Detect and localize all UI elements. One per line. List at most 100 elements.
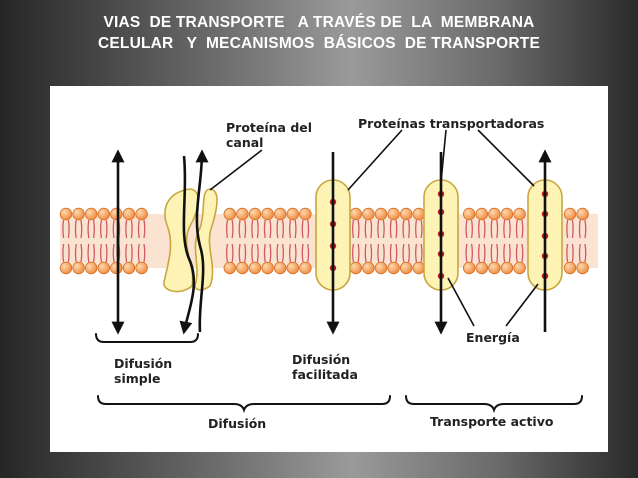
diagram-canvas — [59, 129, 598, 414]
slide-title-line-1: VIAS DE TRANSPORTE A TRAVÉS DE LA MEMBRA… — [103, 14, 535, 31]
lipid-tail — [357, 219, 360, 239]
lipid-head — [286, 207, 300, 221]
lipid-tail — [238, 243, 241, 263]
lipid-head — [362, 261, 375, 275]
lipid-tail — [465, 219, 468, 239]
lipid-head — [85, 207, 98, 221]
lipid-tail — [251, 219, 254, 239]
lipid-tail — [244, 243, 247, 263]
lipid-head — [387, 261, 400, 275]
lipid-tail — [112, 243, 115, 263]
lipid-tail — [87, 219, 90, 239]
lipid-tail — [256, 243, 259, 263]
lipid-tail — [395, 243, 398, 263]
lipid-heads — [59, 207, 589, 275]
lipid-tail — [478, 219, 481, 239]
lipid-tail — [256, 219, 259, 239]
lipid-tail — [301, 219, 304, 239]
lipid-tail — [307, 219, 310, 239]
lipid-tail — [226, 243, 229, 263]
lipid-tail — [269, 219, 272, 239]
lipid-head — [223, 207, 237, 221]
lipid-tail — [92, 219, 95, 239]
lipid-head — [236, 207, 249, 221]
lipid-tail — [584, 219, 587, 239]
lipid-head — [513, 261, 526, 275]
lipid-tail — [251, 243, 254, 263]
lipid-head — [299, 207, 312, 221]
lipid-head — [110, 207, 123, 221]
lipid-head — [563, 207, 577, 221]
lipid-tail — [395, 219, 398, 239]
lipid-head — [248, 261, 262, 275]
lipid-head — [135, 261, 148, 275]
lipid-tail — [281, 243, 284, 263]
lipid-head — [488, 261, 501, 275]
lipid-head — [500, 207, 514, 221]
lipid-tail — [226, 219, 229, 239]
lipid-tail — [370, 243, 373, 263]
lipid-tail — [483, 219, 486, 239]
lipid-tail — [578, 219, 581, 239]
lipid-head — [387, 207, 400, 221]
pointer-channel-protein — [209, 149, 263, 191]
lipid-head — [248, 207, 262, 221]
lipid-tail — [508, 243, 511, 263]
pointer-energy-left — [447, 277, 475, 327]
lipid-head — [563, 261, 577, 275]
lipid-head — [362, 207, 375, 221]
lipid-tail — [389, 243, 392, 263]
lipid-tail — [515, 219, 518, 239]
channel-protein-right-half — [194, 188, 218, 291]
lipid-tail — [307, 243, 310, 263]
lipid-tail — [352, 243, 355, 263]
lipid-head — [59, 261, 73, 275]
lipid-tail — [231, 219, 234, 239]
lipid-head — [463, 207, 476, 221]
lipid-tail — [377, 243, 380, 263]
lipid-tail — [483, 243, 486, 263]
brace-simple-diffusion — [95, 333, 199, 343]
lipid-head — [97, 207, 111, 221]
channel-protein-left-half — [163, 188, 200, 293]
lipid-tail — [407, 219, 410, 239]
lipid-head — [412, 261, 426, 275]
lipid-tail — [503, 243, 506, 263]
lipid-head — [412, 207, 426, 221]
lipid-tail — [470, 243, 473, 263]
lipid-tail — [276, 243, 279, 263]
lipid-tail — [352, 219, 355, 239]
pointer-carrier-2 — [440, 129, 447, 183]
lipid-tail — [407, 243, 410, 263]
lipid-tail — [238, 219, 241, 239]
lipid-tail — [125, 219, 128, 239]
lipid-tail — [244, 219, 247, 239]
lipid-tail — [578, 243, 581, 263]
lipid-tail — [389, 219, 392, 239]
lipid-head — [349, 207, 363, 221]
lipid-tail — [112, 219, 115, 239]
lipid-tail — [269, 243, 272, 263]
lipid-tail — [490, 243, 493, 263]
lipid-head — [286, 261, 300, 275]
lipid-tail — [370, 219, 373, 239]
lipid-head — [122, 207, 136, 221]
lipid-tail — [125, 243, 128, 263]
lipid-tail — [496, 243, 499, 263]
lipid-tail — [571, 243, 574, 263]
lipid-tail — [105, 219, 108, 239]
lipid-tail — [503, 219, 506, 239]
lipid-head — [349, 261, 363, 275]
lipid-tail — [67, 243, 70, 263]
lipid-tail — [105, 243, 108, 263]
lipid-head — [223, 261, 237, 275]
brace-diffusion — [97, 395, 391, 414]
lipid-tail — [100, 219, 103, 239]
lipid-tail — [289, 243, 292, 263]
lipid-tail — [231, 243, 234, 263]
lipid-tail — [508, 219, 511, 239]
lipid-tail — [420, 219, 423, 239]
lipid-tail — [289, 219, 292, 239]
lipid-head — [400, 261, 413, 275]
lipid-tail — [62, 243, 65, 263]
